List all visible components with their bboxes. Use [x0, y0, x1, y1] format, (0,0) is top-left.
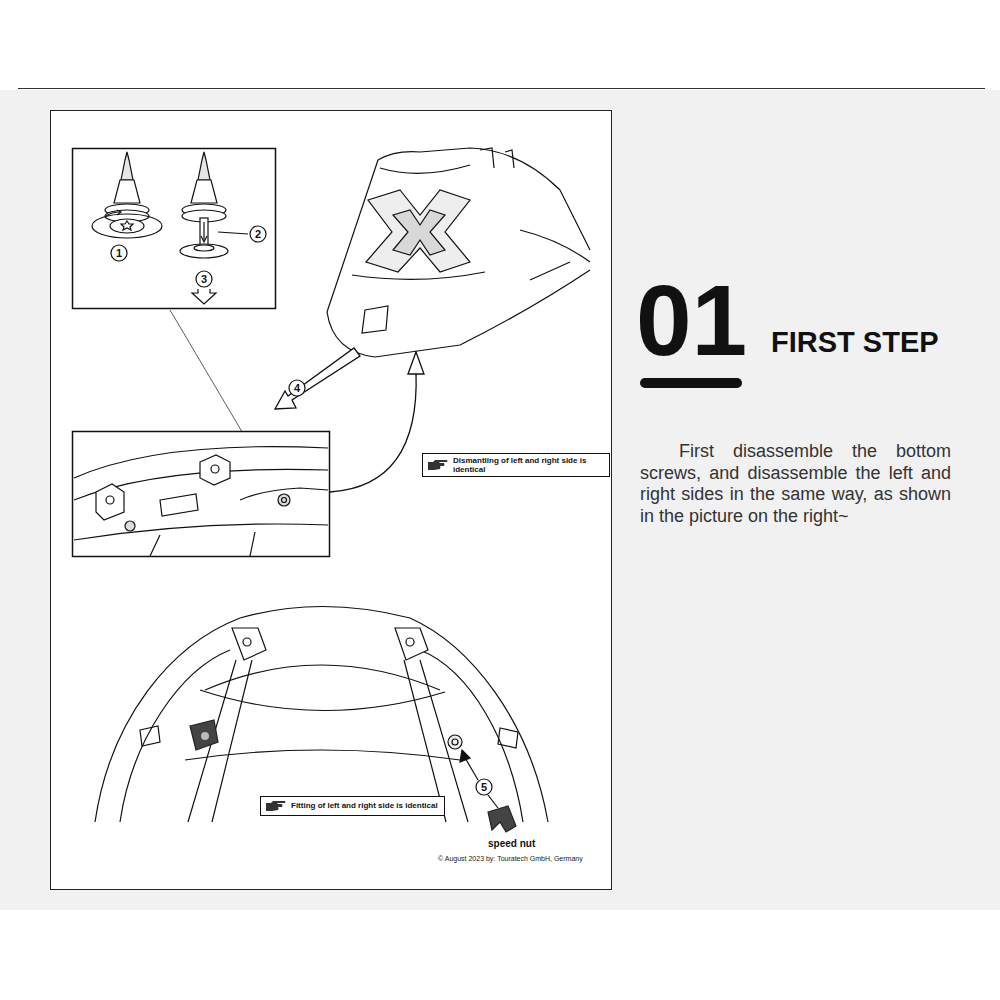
top-rule: [18, 88, 985, 89]
note-text: Fitting of left and right side is identi…: [291, 801, 438, 810]
step-number: 01: [636, 270, 747, 370]
underside-inset-part: [106, 496, 114, 504]
hand-icon: [265, 799, 287, 813]
rivet-inset: [73, 149, 276, 309]
fender-underside-part: [395, 628, 428, 660]
fender-underside-part: [406, 638, 414, 646]
rivet-inset-part: [92, 214, 162, 238]
fender-underside-part: [190, 720, 218, 750]
underside-inset-part: [74, 524, 328, 540]
hand-icon: [427, 458, 449, 472]
fender-underside-part: [488, 806, 516, 832]
tail-section-part: [393, 210, 445, 255]
note-box: Fitting of left and right side is identi…: [260, 796, 445, 816]
underside-inset-part: [160, 494, 198, 516]
tail-section-part: [380, 165, 470, 173]
fender-underside-part: [188, 660, 252, 822]
rivet-inset-part: [114, 180, 140, 203]
tail-section-part: [362, 306, 388, 333]
rivet-inset-part: [111, 245, 127, 261]
rivet-inset-part: [191, 180, 217, 203]
copyright-note: © August 2023 by: Touratech GmbH, German…: [438, 855, 583, 863]
rivet-inset-part: [200, 218, 208, 246]
callout-number: 3: [201, 274, 207, 285]
tail-section-part: [366, 190, 470, 272]
fender-underside-part: [448, 735, 462, 749]
rivet-inset-part: [192, 289, 216, 304]
callout-number: 2: [255, 229, 261, 240]
curved-arrow-part: [330, 372, 416, 492]
underside-inset-part: [278, 494, 290, 506]
title-underline: [640, 378, 742, 388]
fender-underside: [95, 607, 548, 833]
rivet-inset-part: [198, 152, 210, 180]
fender-underside-part: [140, 726, 160, 746]
fender-underside-part: [95, 607, 548, 823]
underside-inset: [73, 432, 330, 557]
rivet-inset-part: [121, 152, 133, 180]
direction-arrow-part: [289, 380, 305, 396]
diagram-panel: [51, 111, 612, 890]
callout-number: 1: [116, 248, 122, 259]
fender-underside-part: [232, 628, 266, 660]
curved-arrow: [330, 352, 424, 492]
tail-section-part: [327, 148, 590, 312]
grey-band: [0, 90, 1000, 910]
fender-underside-part: [120, 650, 230, 822]
rivet-inset-part: [121, 221, 133, 230]
rivet-inset-part: [194, 245, 214, 251]
tail-section-part: [520, 230, 590, 280]
hand-icon-shape: [266, 801, 286, 811]
fender-underside-part: [476, 779, 492, 795]
rivet-inset-part: [117, 210, 121, 215]
rivet-inset-part: [218, 232, 248, 234]
underside-inset-part: [211, 465, 219, 473]
note-box: Dismantling of left and right side is id…: [422, 453, 610, 477]
fender-underside-part: [185, 690, 460, 760]
callout-number: 5: [481, 782, 487, 793]
fender-underside-part: [498, 728, 518, 748]
tail-section-part: [327, 270, 590, 357]
fender-underside-part: [243, 638, 251, 646]
fender-underside-part: [488, 795, 498, 808]
underside-inset-part: [282, 498, 287, 503]
step-title: FIRST STEP: [771, 328, 939, 357]
curved-arrow-part: [408, 352, 424, 374]
underside-inset-part: [150, 532, 255, 556]
fender-underside-part: [201, 732, 209, 740]
step-description: First disassemble the bottom screws, and…: [640, 441, 951, 527]
fender-underside-part: [205, 665, 440, 690]
underside-inset-part: [240, 488, 328, 500]
tail-section: [327, 148, 590, 357]
underside-inset-part: [96, 484, 124, 520]
rivet-inset-part: [180, 244, 228, 258]
fender-underside-part: [460, 750, 470, 762]
callout-number: 4: [294, 383, 300, 394]
part-label: speed nut: [488, 838, 535, 850]
rivet-inset-part: [250, 226, 266, 242]
underside-inset-part: [73, 432, 330, 557]
tail-section-part: [352, 272, 485, 279]
underside-inset-part: [125, 521, 135, 531]
rivet-inset-part: [201, 236, 207, 242]
direction-arrow-part: [275, 348, 360, 409]
fender-underside-part: [452, 739, 458, 745]
rivet-inset-part: [110, 219, 144, 233]
rivet-inset-part: [73, 149, 276, 309]
direction-arrow: [275, 348, 360, 409]
underside-inset-part: [200, 455, 230, 485]
tail-section-part: [480, 148, 514, 168]
hand-icon-shape: [428, 460, 448, 470]
note-text: Dismantling of left and right side is id…: [453, 456, 603, 474]
rivet-inset-part: [203, 222, 204, 240]
rivet-inset-part: [196, 271, 212, 287]
